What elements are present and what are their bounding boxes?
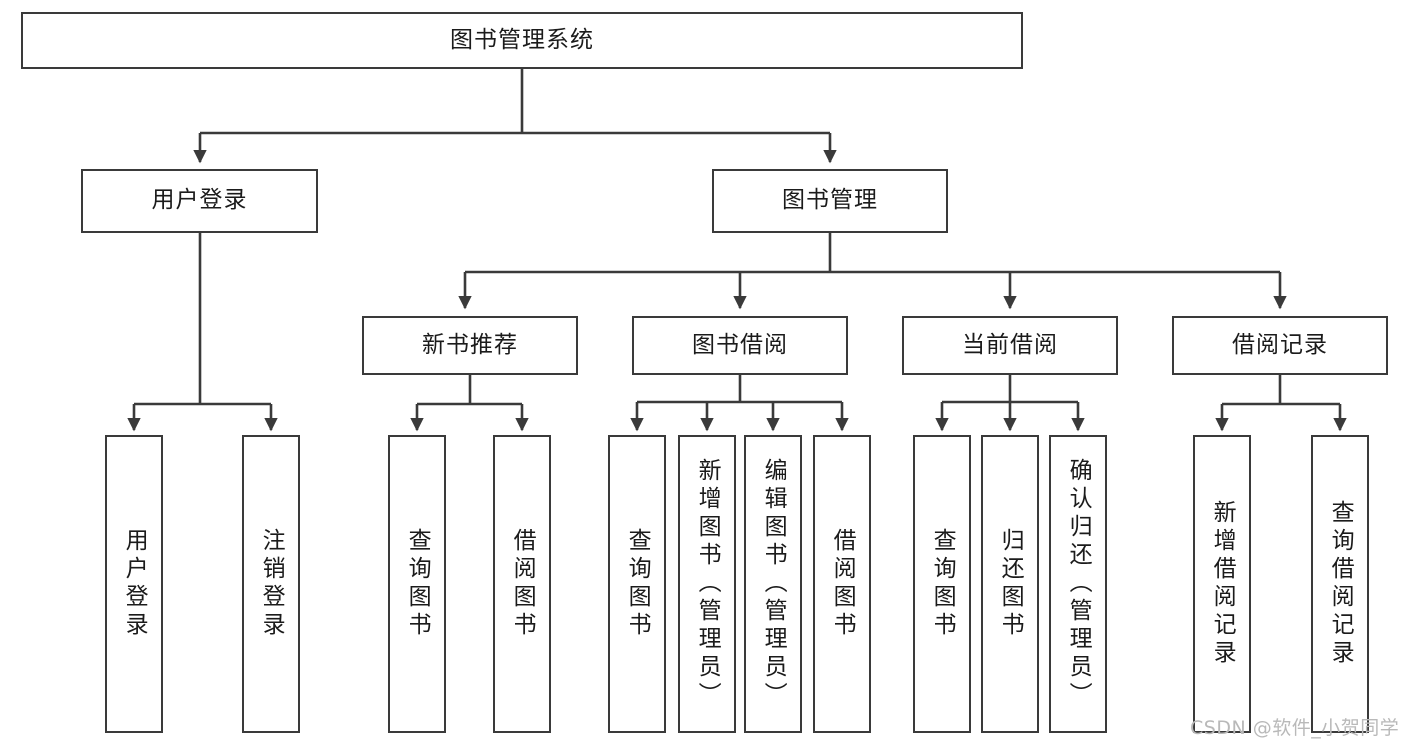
node-book-management-system[interactable]: 图书管理系统	[21, 12, 1023, 69]
node-label: 图书管理系统	[450, 26, 594, 53]
node-leaf-query-book-2[interactable]: 查询图书	[608, 435, 666, 733]
node-user-login[interactable]: 用户登录	[81, 169, 318, 233]
node-leaf-edit-book[interactable]: 编辑图书（管理员）	[744, 435, 802, 733]
node-leaf-borrow-book-1[interactable]: 借阅图书	[493, 435, 551, 733]
node-label: 归还图书	[997, 528, 1024, 640]
node-label: 图书借阅	[692, 331, 788, 358]
node-label: 查询图书	[929, 528, 956, 640]
node-label: 查询图书	[624, 528, 651, 640]
node-new-book-recommend[interactable]: 新书推荐	[362, 316, 578, 375]
node-label: 用户登录	[151, 187, 248, 214]
node-leaf-add-record[interactable]: 新增借阅记录	[1193, 435, 1251, 733]
node-leaf-return-book[interactable]: 归还图书	[981, 435, 1039, 733]
node-label: 图书管理	[782, 187, 878, 214]
node-leaf-add-book[interactable]: 新增图书（管理员）	[678, 435, 736, 733]
node-label: 注销登录	[258, 528, 285, 640]
node-label: 查询图书	[404, 528, 431, 640]
node-label: 新书推荐	[422, 331, 518, 358]
node-leaf-query-record[interactable]: 查询借阅记录	[1311, 435, 1369, 733]
node-label: 查询借阅记录	[1327, 500, 1354, 668]
node-label: 编辑图书（管理员）	[760, 458, 787, 710]
node-label: 用户登录	[121, 528, 148, 640]
node-leaf-user-login[interactable]: 用户登录	[105, 435, 163, 733]
node-leaf-logout-login[interactable]: 注销登录	[242, 435, 300, 733]
csdn-watermark: CSDN @软件_小贺同学	[1190, 717, 1400, 739]
node-book-borrow[interactable]: 图书借阅	[632, 316, 848, 375]
node-label: 新增借阅记录	[1209, 500, 1236, 668]
node-leaf-borrow-book-2[interactable]: 借阅图书	[813, 435, 871, 733]
node-label: 借阅图书	[509, 528, 536, 640]
node-label: 当前借阅	[962, 331, 1058, 358]
node-book-management[interactable]: 图书管理	[712, 169, 948, 233]
node-borrow-record[interactable]: 借阅记录	[1172, 316, 1388, 375]
node-current-borrow[interactable]: 当前借阅	[902, 316, 1118, 375]
node-label: 借阅图书	[829, 528, 856, 640]
node-label: 确认归还（管理员）	[1065, 458, 1092, 710]
node-leaf-confirm-return[interactable]: 确认归还（管理员）	[1049, 435, 1107, 733]
node-label: 新增图书（管理员）	[694, 458, 721, 710]
node-leaf-query-book-1[interactable]: 查询图书	[388, 435, 446, 733]
node-leaf-query-book-3[interactable]: 查询图书	[913, 435, 971, 733]
node-label: 借阅记录	[1232, 331, 1328, 358]
